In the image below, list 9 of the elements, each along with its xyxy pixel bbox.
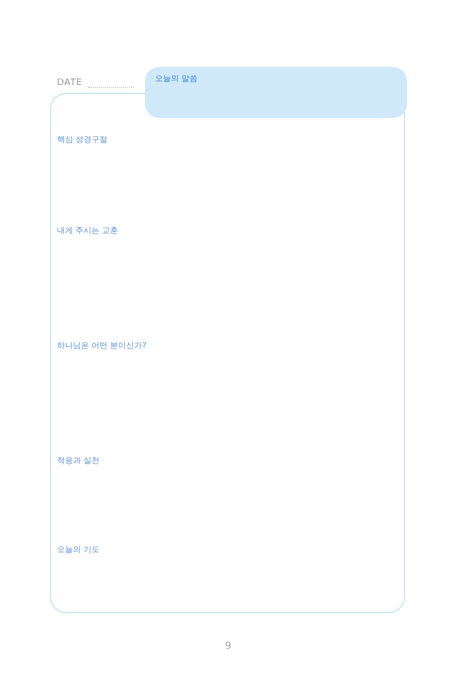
- banner-title: 오늘의 말씀: [155, 73, 198, 84]
- date-label: DATE: [57, 78, 82, 88]
- section-heading: 핵심 성경구절: [57, 134, 108, 145]
- section-heading: 내게 주시는 교훈: [57, 225, 118, 236]
- section-heading: 하나님은 어떤 분이신가?: [57, 340, 146, 351]
- section-heading: 오늘의 기도: [57, 544, 100, 555]
- title-banner: [145, 67, 407, 118]
- page-number: 9: [225, 641, 232, 652]
- section-heading: 적용과 실천: [57, 455, 100, 466]
